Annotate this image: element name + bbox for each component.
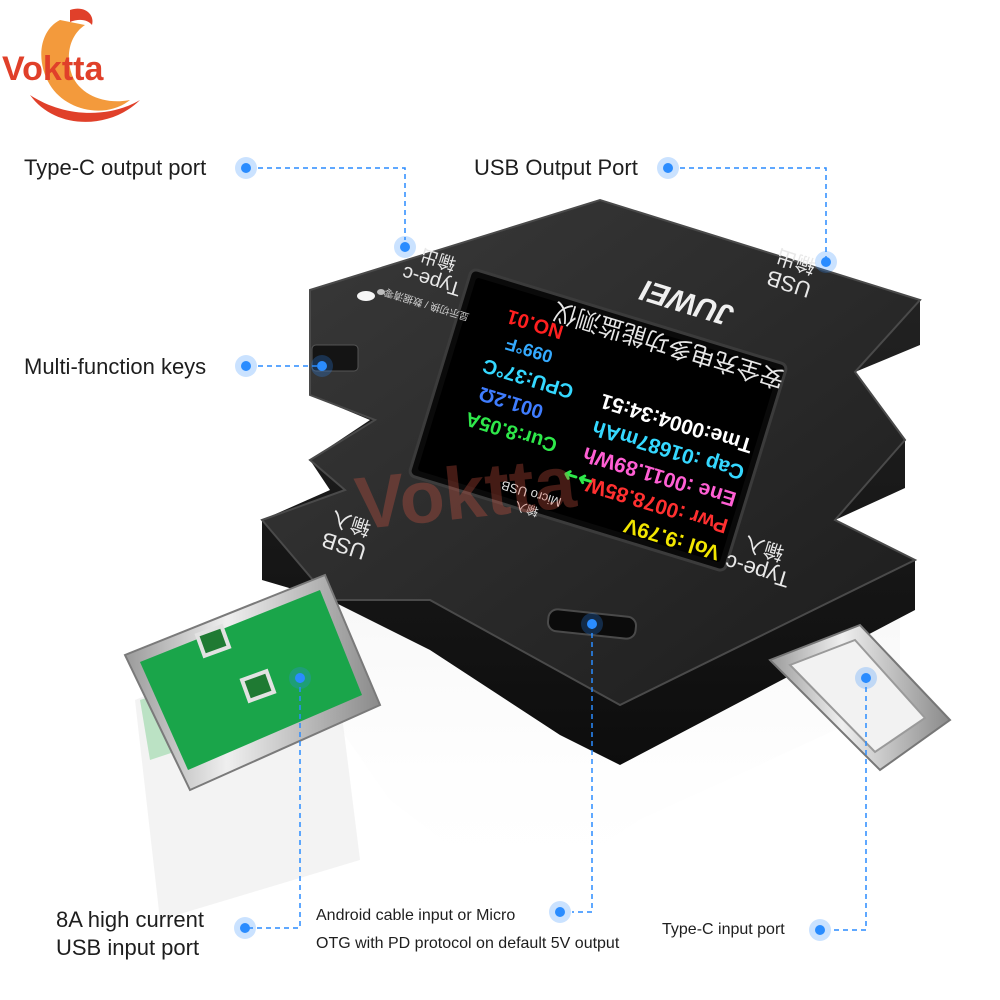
callout-typec-output: Type-C output port <box>24 155 207 180</box>
callout-marker <box>657 157 679 179</box>
type-c-plug <box>768 623 952 772</box>
indicator-led <box>377 289 385 295</box>
callout-marker <box>815 251 837 273</box>
callout-marker <box>235 355 257 377</box>
callout-marker <box>855 667 877 689</box>
indicator-led <box>357 291 375 301</box>
usb-contact <box>239 668 277 704</box>
callout-line: OTG with PD protocol on default 5V outpu… <box>316 935 620 952</box>
callout-marker <box>809 919 831 941</box>
callout-micro-input: Android cable input or Micro OTG with PD… <box>316 902 619 958</box>
callout-marker <box>549 901 571 923</box>
callout-usb-output: USB Output Port <box>474 155 638 180</box>
callout-usb-input: 8A high current USB input port <box>56 906 204 962</box>
callout-marker <box>234 917 256 939</box>
callout-line: Android cable input or Micro <box>316 907 516 924</box>
brand-logo: Voktta <box>0 0 180 140</box>
logo-text: Voktta <box>2 50 104 88</box>
usb-contact <box>194 623 232 659</box>
callout-typec-input: Type-C input port <box>662 921 785 938</box>
callout-multi-keys: Multi-function keys <box>24 354 207 379</box>
callout-marker <box>394 236 416 258</box>
callout-marker <box>235 157 257 179</box>
callout-marker <box>289 667 311 689</box>
callout-line: 8A high current <box>56 907 204 932</box>
lcd-screen <box>418 277 778 563</box>
usb-male-plug <box>123 573 382 792</box>
callout-line: USB input port <box>56 935 200 960</box>
callout-marker <box>581 613 603 635</box>
callout-marker <box>311 355 333 377</box>
